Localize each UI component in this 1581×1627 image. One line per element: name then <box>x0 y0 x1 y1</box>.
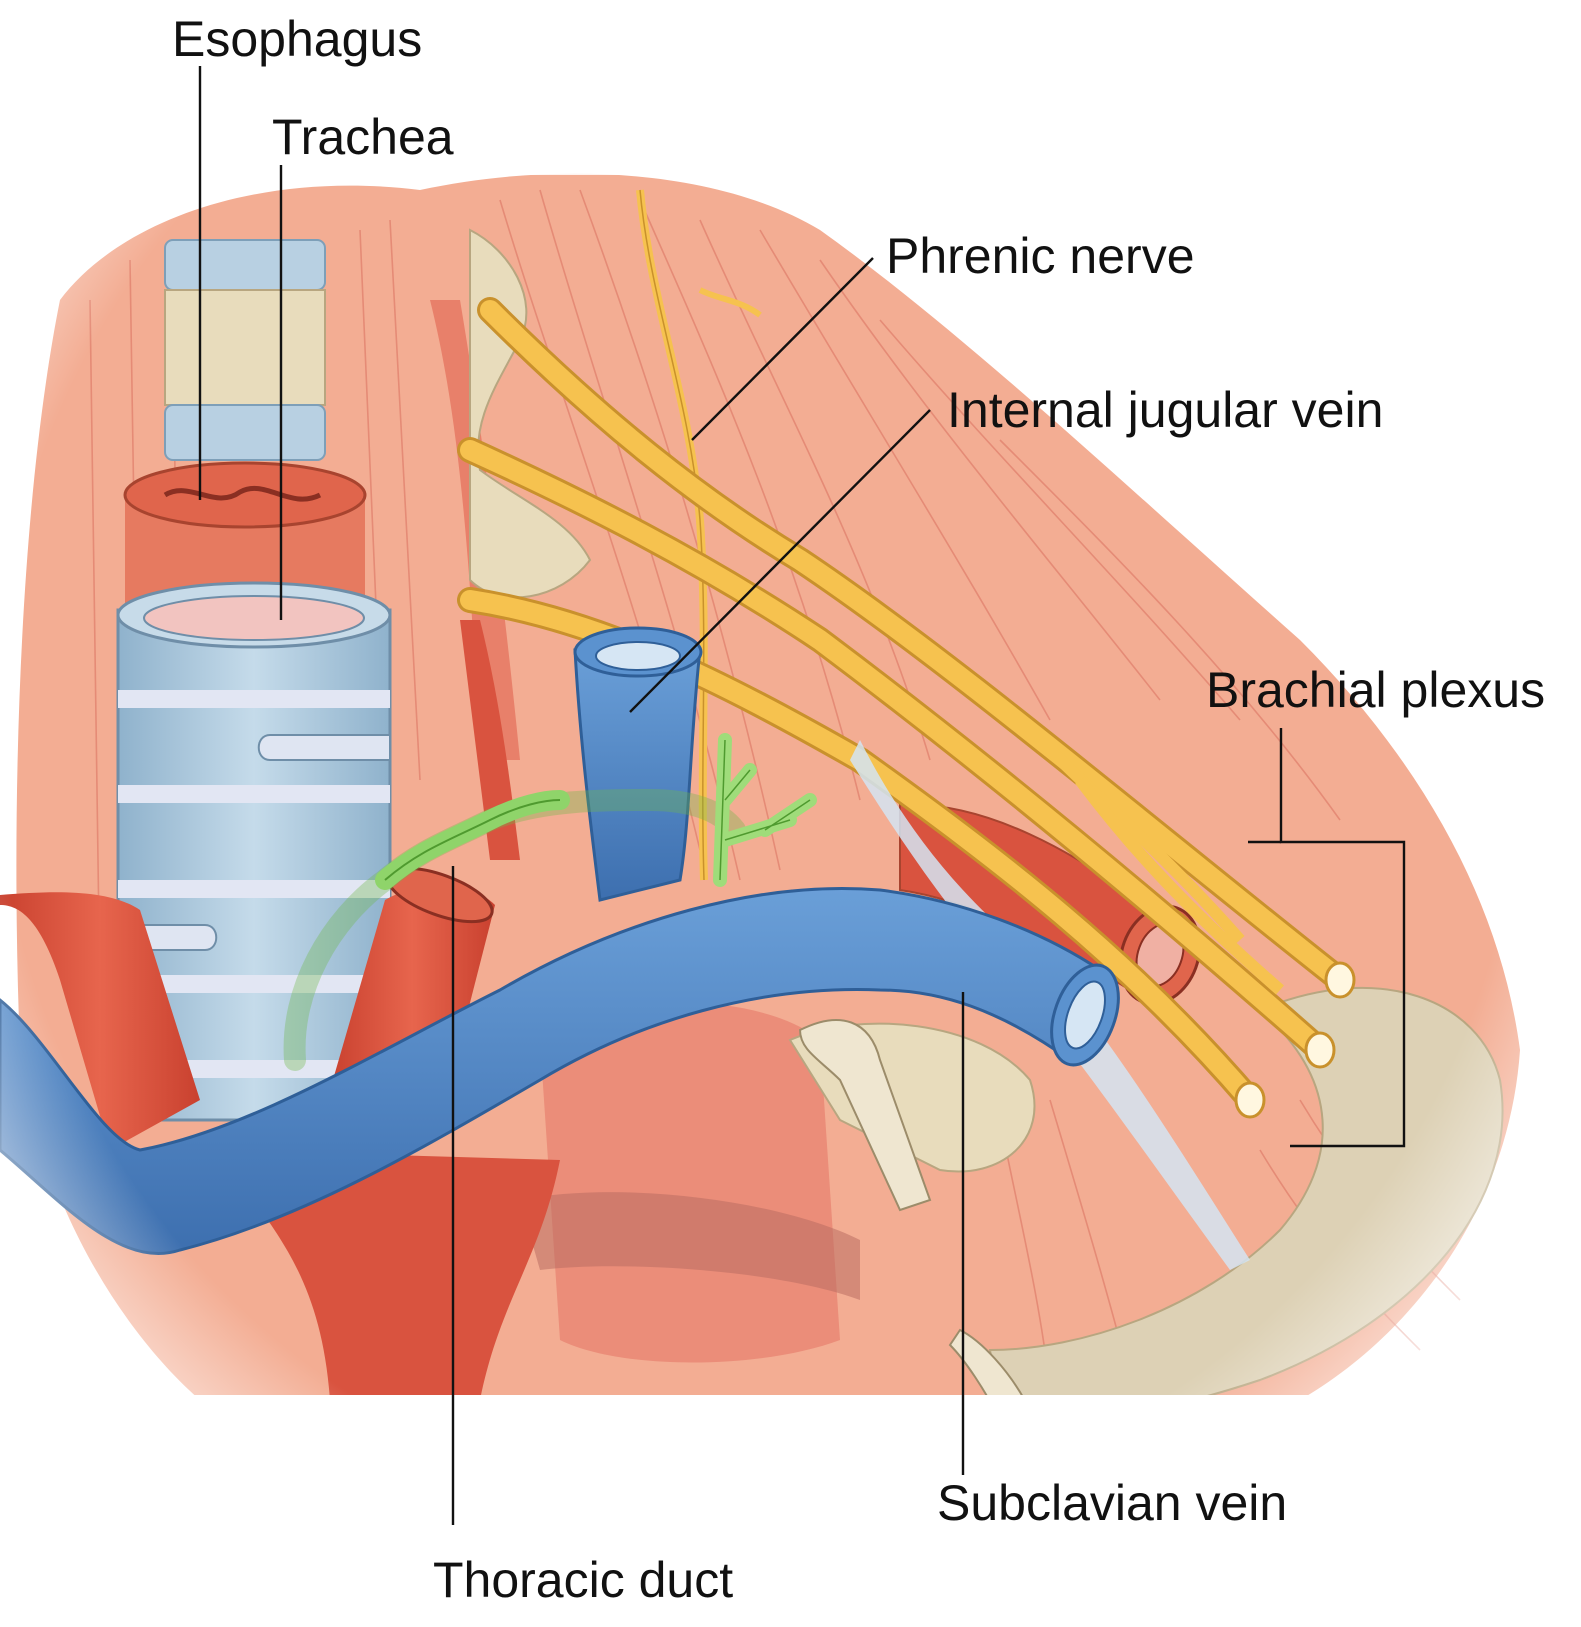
top-blank <box>0 0 1581 175</box>
bottom-blank <box>0 1395 1581 1622</box>
label-thoracic-duct: Thoracic duct <box>433 1552 733 1608</box>
leader-lines <box>198 66 1406 1525</box>
phrenic-nerve-leader <box>691 257 874 441</box>
label-subclavian-vein: Subclavian vein <box>937 1475 1287 1531</box>
label-phrenic-nerve: Phrenic nerve <box>886 228 1195 284</box>
label-esophagus: Esophagus <box>172 11 422 67</box>
label-trachea: Trachea <box>272 109 454 165</box>
label-internal-jugular-vein: Internal jugular vein <box>947 382 1383 438</box>
brachial-plexus-bracket <box>1279 728 1406 1148</box>
internal-jugular-vein-leader <box>629 409 931 713</box>
label-brachial-plexus: Brachial plexus <box>1206 662 1545 718</box>
labels: Esophagus Trachea Phrenic nerve Internal… <box>172 11 1545 1608</box>
